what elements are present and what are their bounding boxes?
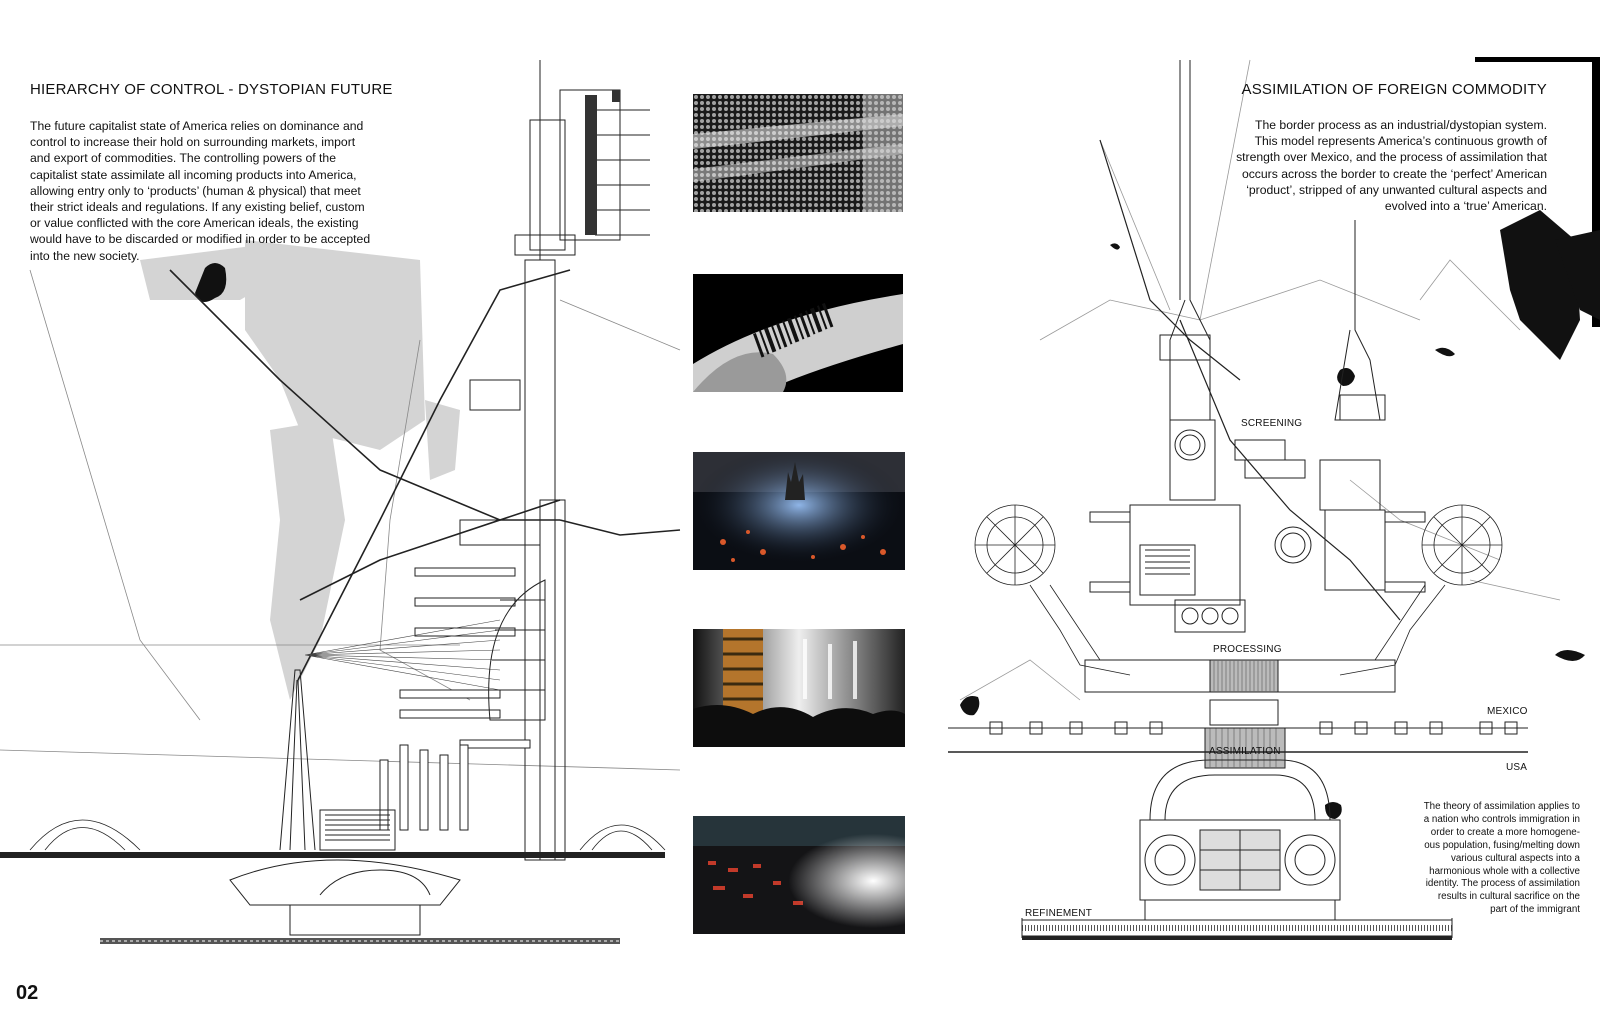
left-body-line: and export of commodities. The controlli… bbox=[30, 151, 336, 166]
right-title: ASSIMILATION OF FOREIGN COMMODITY bbox=[1241, 81, 1547, 98]
theory-line: The theory of assimilation applies to bbox=[1423, 801, 1580, 812]
label-processing: PROCESSING bbox=[1213, 644, 1282, 655]
page-number: 02 bbox=[16, 982, 39, 1004]
left-body-line: would have to be discarded or modified i… bbox=[30, 232, 371, 247]
right-body-line: ‘product’, stripped of any unwanted cult… bbox=[1246, 182, 1547, 197]
theory-line: various cultural aspects into a bbox=[1450, 852, 1580, 864]
theory-line: results in cultural sacrifice on the bbox=[1437, 891, 1580, 903]
label-assimilation: ASSIMILATION bbox=[1209, 746, 1281, 757]
left-body: The future capitalist state of America r… bbox=[30, 118, 410, 264]
photo-dystopian-city bbox=[693, 452, 905, 570]
label-screening: SCREENING bbox=[1241, 418, 1303, 429]
right-body: The border process as an industrial/dyst… bbox=[1187, 117, 1547, 214]
theory-line: order to create a more homogene- bbox=[1430, 826, 1580, 838]
left-body-line: control to increase their hold on surrou… bbox=[30, 135, 356, 150]
photo-crowd bbox=[693, 94, 903, 212]
left-body-line: capitalist state assimilate all incoming… bbox=[30, 167, 357, 182]
right-body-line: The border process as an industrial/dyst… bbox=[1255, 118, 1547, 132]
right-body-line: strength over Mexico, and the process of… bbox=[1236, 150, 1547, 165]
theory-line: identity. The process of assimilation bbox=[1425, 878, 1580, 890]
label-mexico: MEXICO bbox=[1487, 706, 1528, 717]
label-usa: USA bbox=[1506, 762, 1528, 773]
left-body-line: allowing entry only to ‘products’ (human… bbox=[30, 183, 361, 198]
right-body-line: evolved into a ‘true’ American. bbox=[1384, 199, 1547, 214]
photo-crowd-lights bbox=[693, 629, 905, 747]
map-grey-fill bbox=[140, 240, 460, 700]
left-body-line: The future capitalist state of America r… bbox=[30, 119, 364, 133]
theory-line: harmonious whole with a collective bbox=[1429, 865, 1580, 877]
left-body-line: or value conflicted with the core Americ… bbox=[30, 216, 359, 231]
corner-frame bbox=[1475, 57, 1600, 62]
photo-barcode-arm bbox=[693, 274, 903, 392]
photo-industrial-smoke bbox=[693, 816, 905, 934]
corner-frame bbox=[1592, 57, 1600, 327]
theory-line: a nation who controls immigration in bbox=[1423, 813, 1580, 825]
left-body-line: into the new society. bbox=[30, 248, 140, 263]
theory-line: ous population, fusing/melting down bbox=[1424, 839, 1580, 851]
assimilation-theory-text: The theory of assimilation applies to a … bbox=[1360, 801, 1580, 917]
left-title: HIERARCHY OF CONTROL - DYSTOPIAN FUTURE bbox=[30, 81, 393, 98]
theory-line: part of the immigrant bbox=[1490, 904, 1580, 916]
right-body-line: occurs across the border to create the ‘… bbox=[1241, 166, 1547, 181]
right-body-line: This model represents America’s continuo… bbox=[1254, 134, 1547, 149]
label-refinement: REFINEMENT bbox=[1025, 908, 1092, 919]
left-body-line: their strict ideals and regulations. If … bbox=[30, 200, 365, 215]
